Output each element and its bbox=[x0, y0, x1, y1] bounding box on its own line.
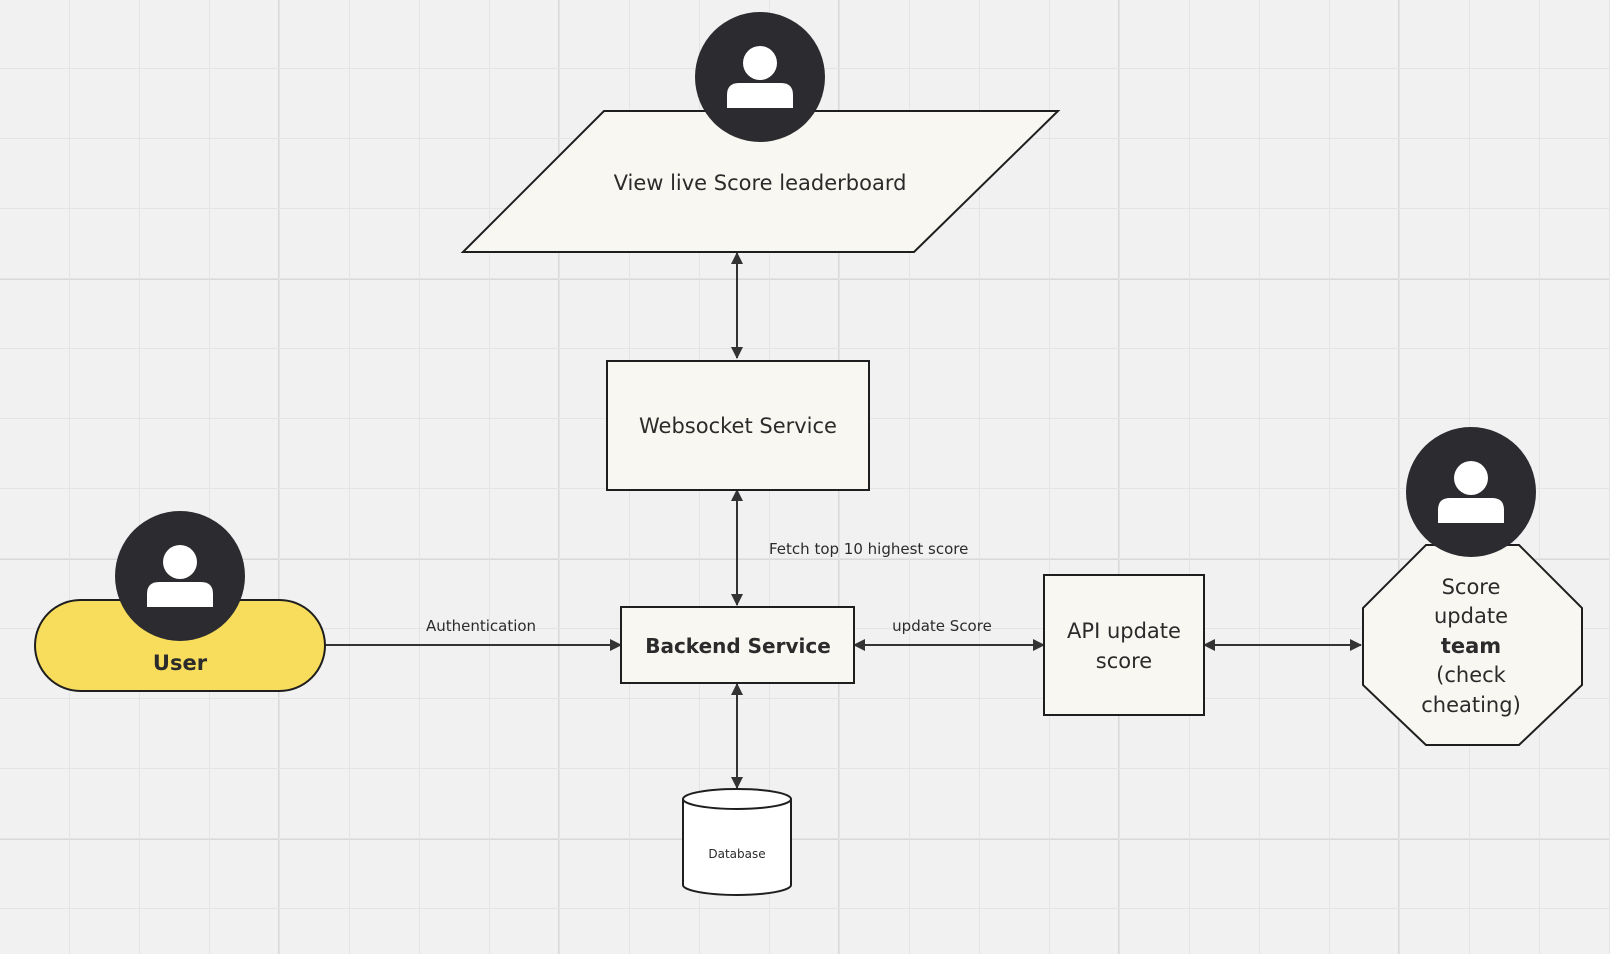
leaderboard-node[interactable]: View live Score leaderboard bbox=[460, 110, 1061, 253]
backend-service-node[interactable]: Backend Service bbox=[620, 606, 855, 684]
score-update-team-avatar[interactable] bbox=[1406, 427, 1536, 557]
backend-service-shape bbox=[620, 606, 855, 684]
api-update-score-shape bbox=[1043, 574, 1205, 716]
database-top-rim bbox=[682, 798, 792, 810]
api-update-score-label-line2: score bbox=[1096, 649, 1152, 673]
websocket-service-node[interactable]: Websocket Service bbox=[606, 360, 870, 491]
database-label: Database bbox=[708, 847, 765, 861]
score-update-team-label-line4: (check bbox=[1436, 663, 1507, 687]
websocket-service-shape bbox=[606, 360, 870, 491]
leaderboard-avatar[interactable] bbox=[695, 12, 825, 142]
leaderboard-label: View live Score leaderboard bbox=[614, 171, 907, 195]
edge-label-fetch-top: Fetch top 10 highest score bbox=[769, 540, 968, 558]
database-shape bbox=[682, 788, 792, 896]
score-update-team-label-line2: update bbox=[1434, 604, 1508, 628]
score-update-team-shape bbox=[1362, 544, 1583, 746]
api-update-score-label-line1: API update bbox=[1067, 619, 1181, 643]
edge-label-authentication: Authentication bbox=[426, 617, 536, 635]
score-update-team-label-line3: team bbox=[1441, 634, 1501, 658]
user-avatar[interactable] bbox=[115, 511, 245, 641]
score-update-team-label-line1: Score bbox=[1442, 575, 1501, 599]
backend-service-label: Backend Service bbox=[645, 634, 831, 658]
user-label: User bbox=[153, 651, 208, 675]
score-update-team-node[interactable]: Score update team (check cheating) bbox=[1362, 544, 1583, 746]
api-update-score-node[interactable]: API update score bbox=[1043, 574, 1205, 716]
websocket-service-label: Websocket Service bbox=[639, 414, 837, 438]
score-update-team-label-line5: cheating) bbox=[1421, 693, 1521, 717]
edge-label-update-score: update Score bbox=[892, 617, 992, 635]
leaderboard-shape bbox=[460, 110, 1061, 253]
database-node[interactable]: Database bbox=[682, 788, 792, 896]
